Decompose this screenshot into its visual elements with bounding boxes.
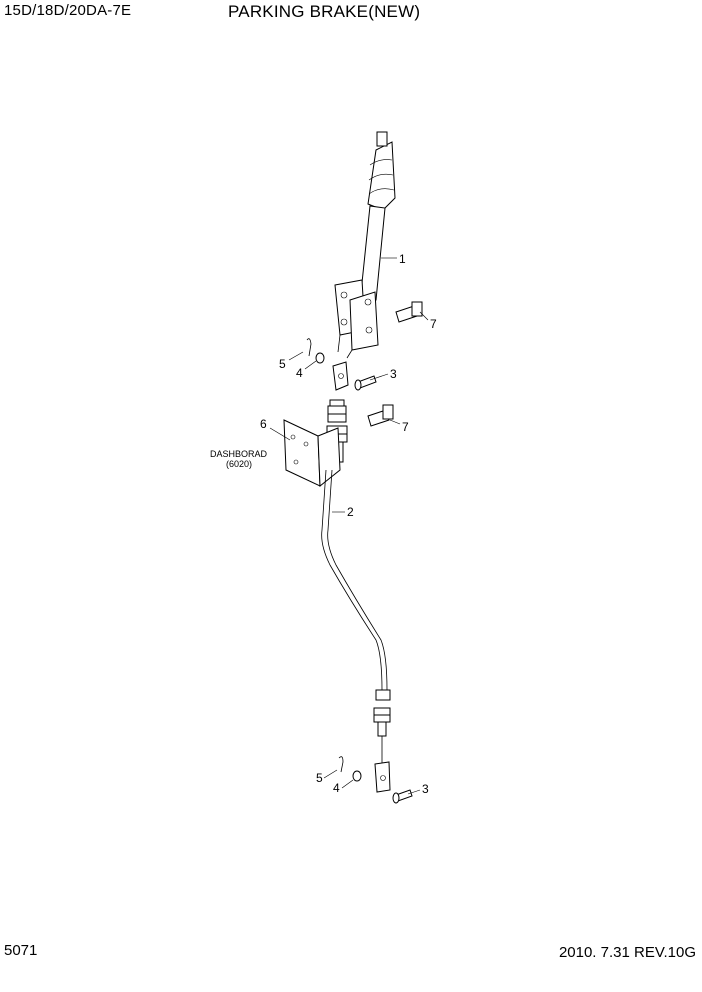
- callout-5-bottom: 5: [316, 771, 323, 785]
- washer-top-icon: [315, 352, 325, 364]
- callout-7-cable: 7: [402, 420, 409, 434]
- callout-5-top: 5: [279, 357, 286, 371]
- callout-3-bottom: 3: [422, 782, 429, 796]
- pin-bottom-icon: [392, 789, 413, 804]
- callout-1: 1: [399, 252, 406, 266]
- cotter-pin-top-icon: [306, 338, 312, 357]
- callout-2: 2: [347, 505, 354, 519]
- dashboard-note: DASHBORAD: [210, 449, 268, 459]
- bracket: [283, 419, 341, 488]
- cable-fitting-bottom: [373, 689, 391, 793]
- page-number: 5071: [4, 942, 38, 959]
- callout-6: 6: [260, 417, 267, 431]
- model-code: 15D/18D/20DA-7E: [4, 2, 132, 19]
- bolt-cable-icon: [367, 404, 394, 427]
- revision-date: 2010. 7.31 REV.10G: [558, 944, 696, 961]
- dashboard-note-ref: (6020): [226, 459, 252, 469]
- cotter-pin-bottom-icon: [338, 756, 344, 773]
- callout-3-top: 3: [390, 367, 397, 381]
- callout-7-lever: 7: [430, 317, 437, 331]
- page-title: PARKING BRAKE(NEW): [228, 2, 421, 21]
- bolt-icon: [395, 301, 423, 323]
- brake-lever: [334, 131, 396, 359]
- clevis-top: [332, 361, 349, 391]
- callout-4-top: 4: [296, 366, 303, 380]
- washer-bottom-icon: [352, 770, 362, 782]
- brake-cable: [321, 469, 383, 691]
- callout-4-bottom: 4: [333, 781, 340, 795]
- pin-top-icon: [354, 375, 377, 391]
